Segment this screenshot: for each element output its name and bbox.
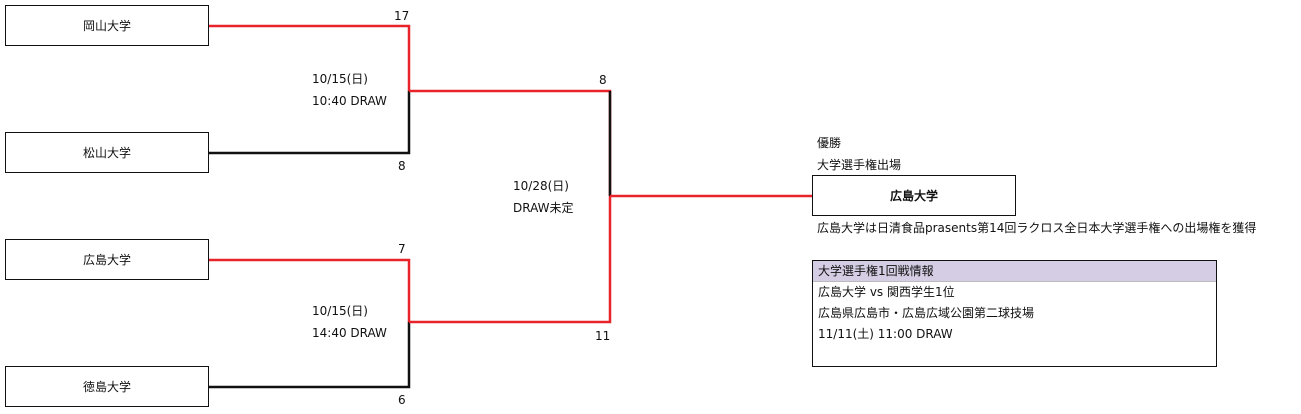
bracket-line-t2 [208,91,411,155]
bracket-line-sf2-winner [409,196,612,324]
champion-label: 優勝 [817,136,842,150]
team-name: 岡山大学 [82,19,131,33]
match-sf1-schedule: 10/15(日) 10:40 DRAW [312,68,387,112]
score-okayama: 17 [394,9,410,23]
team-name: 徳島大学 [82,380,131,394]
match-date: 10/15(日) [312,72,368,86]
score-sf1: 8 [599,73,607,87]
info-datetime: 11/11(土) 11:00 DRAW [818,327,953,341]
info-matchup: 広島大学 vs 関西学生1位 [818,285,955,299]
championship-entry-label: 大学選手権出場 [817,158,902,172]
team-box-matsuyama: 松山大学 [5,132,209,173]
score-matsuyama: 8 [398,159,406,173]
team-name: 広島大学 [82,253,131,267]
match-time: 14:40 DRAW [312,326,387,340]
info-venue: 広島県広島市・広島広域公園第二球技場 [818,306,1035,320]
score-hiroshima: 7 [398,242,406,256]
champion-name: 広島大学 [889,189,938,203]
match-final-schedule: 10/28(日) DRAW未定 [513,175,574,219]
match-time: DRAW未定 [513,201,574,215]
team-box-hiroshima: 広島大学 [5,239,209,280]
bracket-line-t4 [208,322,411,389]
qualification-note: 広島大学は日清食品prasents第14回ラクロス全日本大学選手権への出場権を獲… [817,221,1257,235]
bracket-line-sf1 [409,89,612,196]
score-tokushima: 6 [398,393,406,407]
info-title: 大学選手権1回戦情報 [813,261,1216,282]
match-time: 10:40 DRAW [312,94,387,108]
match-sf2-schedule: 10/15(日) 14:40 DRAW [312,300,387,344]
match-date: 10/15(日) [312,304,368,318]
score-sf2: 11 [595,329,611,343]
champion-labels: 優勝 大学選手権出場 [817,132,901,176]
team-box-tokushima: 徳島大学 [5,366,209,407]
champion-box: 広島大学 [812,175,1016,216]
championship-info-box: 大学選手権1回戦情報 広島大学 vs 関西学生1位 広島県広島市・広島広域公園第… [812,260,1217,367]
bracket-line-t3-winner [208,258,411,322]
team-box-okayama: 岡山大学 [5,5,209,46]
bracket-line-t1-winner [208,24,411,91]
match-date: 10/28(日) [513,179,569,193]
team-name: 松山大学 [82,146,131,160]
